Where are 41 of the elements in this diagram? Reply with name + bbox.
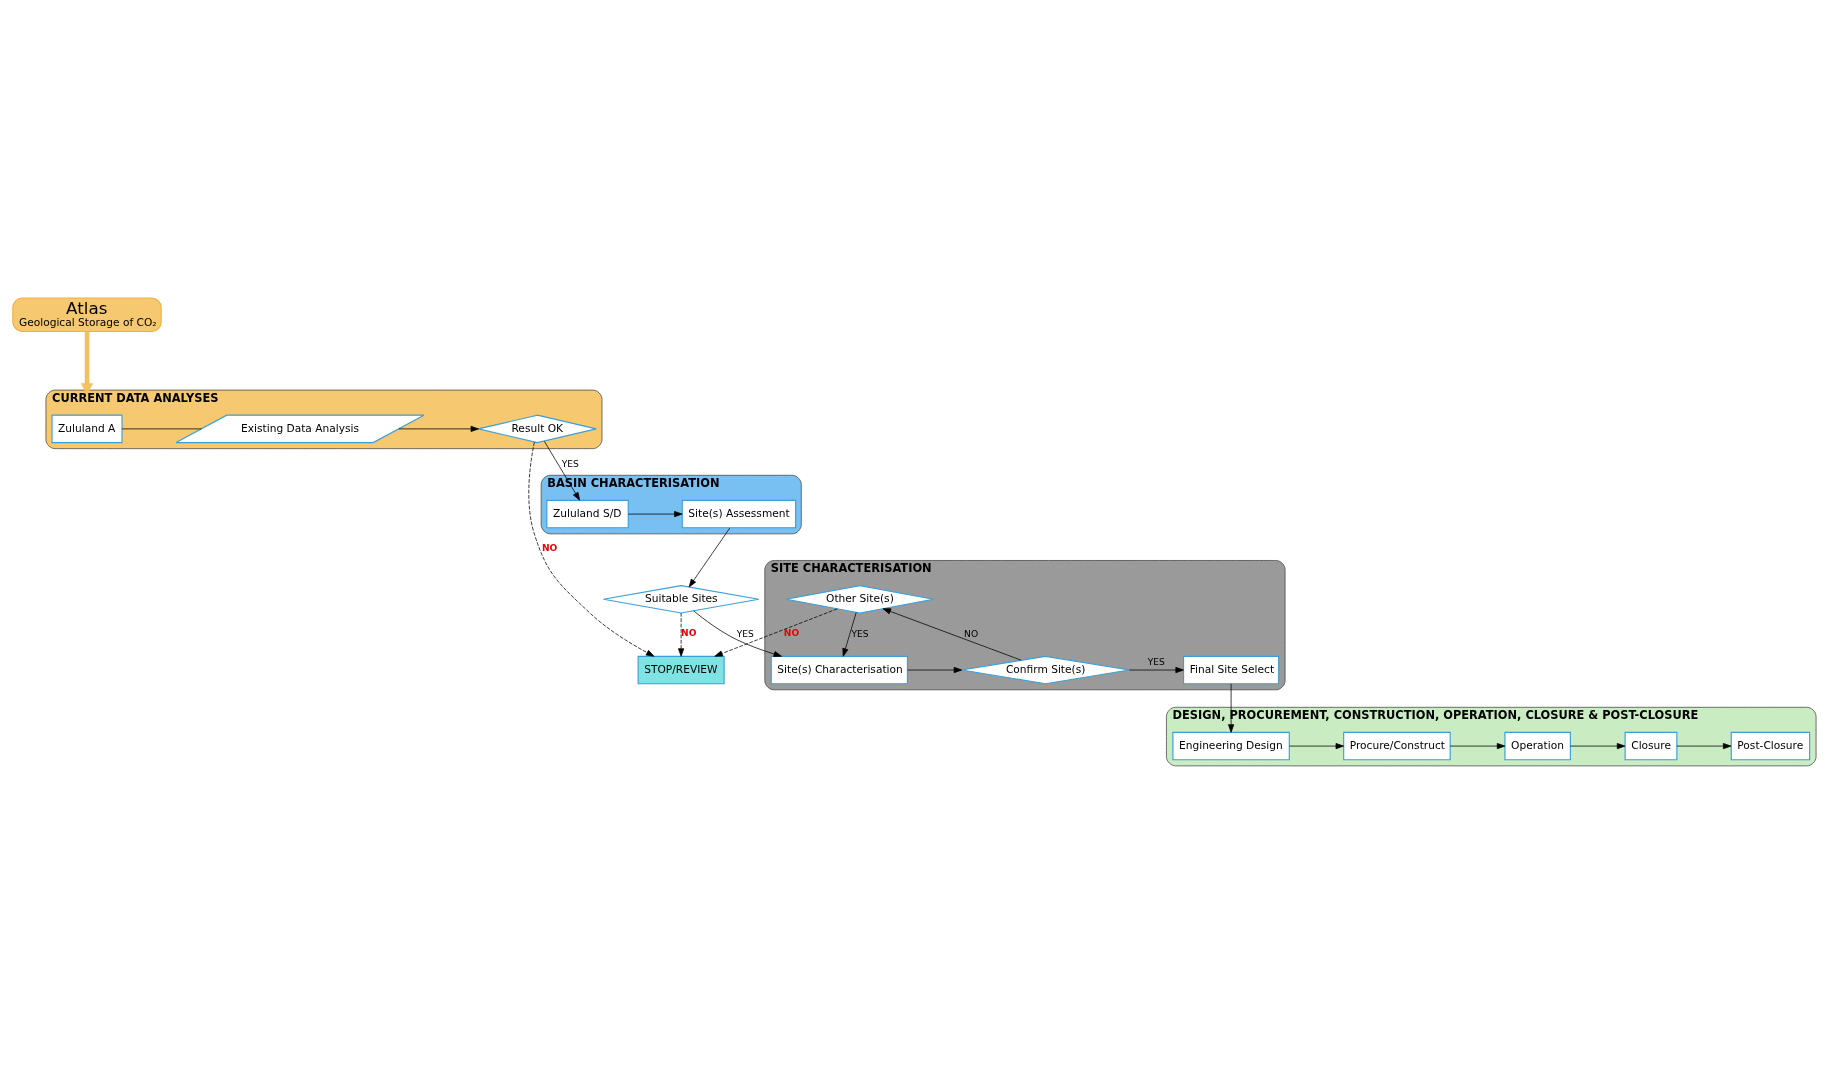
arrow — [1449, 743, 1505, 750]
node-box: Site(s) Assessment — [681, 499, 796, 529]
node-box: Zululand A — [50, 414, 123, 444]
arrow — [688, 527, 730, 588]
node-box: Procure/Construct — [1342, 731, 1451, 761]
edge-label: YES — [1147, 657, 1165, 668]
node-box: Operation — [1503, 731, 1571, 761]
node-box: Zululand S/D — [545, 499, 629, 529]
arrow — [1227, 683, 1234, 733]
node-box: Closure — [1624, 731, 1677, 761]
edge-label: YES — [561, 458, 579, 469]
node-box: STOP/REVIEW — [637, 655, 725, 685]
edge-label: NO — [541, 543, 557, 554]
node-box: Engineering Design — [1171, 731, 1290, 761]
edge-label: NO — [783, 628, 799, 639]
arrow — [692, 610, 782, 657]
arrow — [882, 608, 1022, 661]
edge-label: YES — [851, 629, 869, 640]
node-diamond: Confirm Site(s) — [960, 655, 1130, 685]
arrow — [1676, 743, 1731, 750]
arrow — [1288, 743, 1344, 750]
node-box: Site(s) Characterisation — [770, 655, 908, 685]
node-box: Final Site Select — [1182, 655, 1279, 685]
arrow — [543, 440, 580, 501]
edge-label: YES — [736, 629, 754, 640]
arrow — [677, 612, 684, 657]
arrow — [80, 331, 93, 395]
arrow — [527, 441, 654, 657]
edge-label: NO — [963, 629, 978, 640]
arrow — [627, 511, 682, 518]
node-diamond: Suitable Sites — [602, 585, 759, 614]
arrow — [841, 612, 857, 657]
arrow — [397, 425, 479, 432]
arrow — [1569, 743, 1625, 750]
edge-label: NO — [680, 628, 696, 639]
arrow — [713, 608, 838, 657]
node-diamond: Result OK — [477, 414, 597, 444]
node-box: Post-Closure — [1730, 731, 1810, 761]
arrow — [906, 667, 962, 674]
arrow — [1128, 667, 1184, 674]
node-box: Atlas Geological Storage of CO₂ — [11, 297, 162, 333]
